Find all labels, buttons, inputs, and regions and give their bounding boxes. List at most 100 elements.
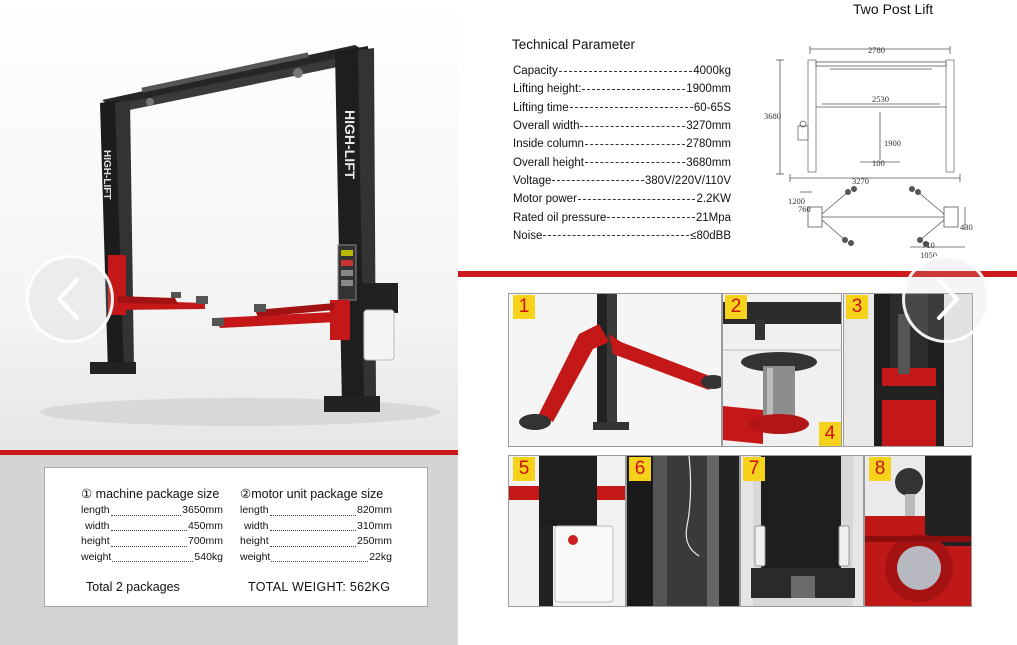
dim-height-label: 1900 — [884, 138, 901, 148]
spec-row: Capacity 4000kg — [513, 62, 731, 80]
spec-label: Voltage — [513, 174, 552, 187]
pkg-value: 700mm — [187, 535, 223, 547]
pkg-label: height — [81, 535, 110, 547]
spec-value: 3680mm — [686, 156, 731, 169]
spec-label: Motor power — [513, 193, 577, 206]
spec-row: Voltage 380V/220V/110V — [513, 172, 731, 190]
carousel-next-button[interactable] — [902, 255, 990, 343]
spec-value: 60-65S — [693, 101, 731, 114]
spec-label: Noise — [513, 229, 543, 242]
detail-photo-7: 7 — [740, 455, 864, 607]
spec-value: 2.2KW — [696, 193, 731, 206]
pkg-label: length — [240, 504, 269, 516]
spec-label: Lifting height: — [513, 83, 582, 96]
spec-label: Overall height — [513, 156, 584, 169]
pkg-label: weight — [81, 550, 112, 563]
total-weight: TOTAL WEIGHT: 562KG — [248, 580, 391, 594]
pkg-row: height 700mm — [81, 535, 223, 551]
spec-label: Rated oil pressure — [513, 211, 607, 224]
lifting-pad-image — [723, 302, 841, 444]
photo-badge-6: 6 — [629, 457, 651, 481]
product-photo-area: HIGH-LIFT HIGH-LIFT — [0, 0, 458, 450]
dim-arm-long-label: 1200 — [788, 196, 805, 206]
two-post-lift-illustration: HIGH-LIFT HIGH-LIFT — [40, 45, 440, 426]
pkg-label: width — [85, 519, 110, 532]
spec-value: 21Mpa — [695, 211, 731, 224]
dim-mid-label: 2530 — [872, 94, 889, 104]
spec-row: Overall height 3680mm — [513, 153, 731, 171]
chevron-right-icon — [937, 278, 959, 320]
photo-badge-3: 3 — [846, 295, 868, 319]
left-column-brand-text: HIGH-LIFT — [101, 150, 112, 199]
spec-row: Rated oil pressure 21Mpa — [513, 208, 731, 226]
pkg-label: weight — [240, 550, 271, 563]
carousel-prev-button[interactable] — [26, 255, 114, 343]
spec-value: 3270mm — [686, 120, 731, 133]
dim-pad-a-label: 710 — [922, 240, 935, 250]
pkg-value: 820mm — [356, 504, 392, 516]
spec-label: Lifting time — [513, 101, 569, 114]
technical-drawing: 2780 3680 2530 1900 100 3270 1200 760 43… — [764, 45, 973, 260]
cable-column-image — [627, 456, 739, 606]
photo-badge-5: 5 — [513, 457, 535, 481]
left-red-divider — [0, 450, 458, 455]
pkg-label: width — [244, 519, 269, 532]
motor-package-column: ②motor unit package size length 820mm wid… — [240, 486, 392, 566]
pkg-row: length 820mm — [240, 504, 392, 520]
pkg-row: width 310mm — [240, 520, 392, 536]
dim-top-label: 2780 — [868, 45, 885, 55]
spec-value: ≤80dBB — [690, 229, 731, 242]
photo-badge-8: 8 — [869, 457, 891, 481]
dim-min-label: 100 — [872, 158, 885, 168]
spec-label: Overall width — [513, 120, 580, 133]
spec-row: Inside column 2780mm — [513, 135, 731, 153]
spec-label: Inside column — [513, 138, 584, 151]
spec-label: Capacity — [513, 65, 558, 78]
detail-photo-1: 1 — [508, 293, 722, 447]
dim-pad-b-label: 1050 — [920, 250, 937, 260]
left-page: HIGH-LIFT HIGH-LIFT ① machine package si… — [0, 0, 458, 645]
detail-photo-5: 5 — [508, 455, 626, 607]
pkg-value: 310mm — [356, 519, 392, 532]
spec-row: Lifting height: 1900mm — [513, 80, 731, 98]
motor-package-title: ②motor unit package size — [240, 487, 384, 501]
motor-unit-image — [509, 456, 625, 606]
photo-badge-7: 7 — [743, 457, 765, 481]
spec-row: Lifting time 60-65S — [513, 99, 731, 117]
pkg-row: weight 540kg — [81, 551, 223, 567]
photo-badge-1: 1 — [513, 295, 535, 319]
technical-parameter-title: Technical Parameter — [512, 37, 636, 52]
spec-list: Capacity 4000kg Lifting height: 1900mm Lif… — [513, 62, 731, 245]
pkg-row: width 450mm — [81, 520, 223, 536]
pkg-value: 250mm — [356, 535, 392, 547]
photo-badge-2: 2 — [725, 295, 747, 319]
total-packages: Total 2 packages — [86, 580, 180, 594]
spec-value: 380V/220V/110V — [644, 174, 731, 187]
safety-lock-image — [865, 456, 971, 602]
pkg-row: weight 22kg — [240, 551, 392, 567]
column-brand-text: HIGH-LIFT — [342, 110, 358, 180]
pkg-value: 3650mm — [182, 504, 223, 516]
detail-photo-6: 6 — [626, 455, 740, 607]
arm-detail-image — [519, 294, 721, 430]
right-red-divider — [458, 271, 1017, 277]
machine-package-title: ① machine package size — [81, 487, 220, 501]
spec-row: Motor power 2.2KW — [513, 190, 731, 208]
pkg-value: 540kg — [194, 550, 223, 563]
spec-row: Overall width 3270mm — [513, 117, 731, 135]
dim-bottom-label: 3270 — [852, 176, 869, 186]
dim-pad-right-label: 430 — [960, 222, 973, 232]
spec-row: Noise ≤80dBB — [513, 227, 731, 245]
dim-left-label: 3680 — [764, 111, 781, 121]
spec-value: 2780mm — [686, 138, 731, 151]
detail-photo-2-4: 2 4 — [722, 293, 842, 447]
spec-value: 1900mm — [686, 83, 731, 96]
base-column-image — [751, 456, 855, 606]
pkg-value: 22kg — [369, 550, 392, 563]
pkg-value: 450mm — [187, 519, 223, 532]
spec-value: 4000kg — [693, 65, 731, 78]
